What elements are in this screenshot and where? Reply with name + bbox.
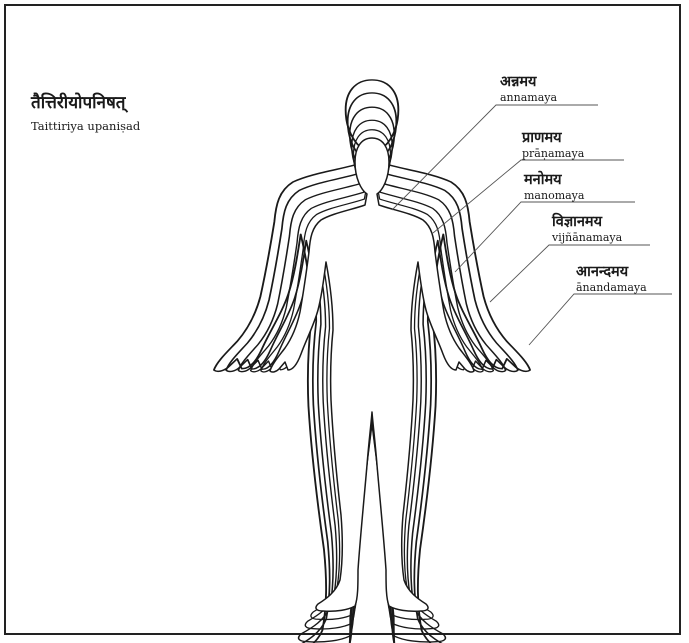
vijnanamaya-devanagari: विज्ञानमय [552, 214, 622, 231]
annamaya-label: अन्नमय annamaya [500, 74, 557, 104]
manomaya-label: मनोमय manomaya [524, 172, 584, 202]
anandamaya-latin: ānandamaya [576, 281, 647, 294]
vijnanamaya-latin: vijñānamaya [552, 231, 622, 244]
anandamaya-label: आनन्दमय ānandamaya [576, 264, 647, 294]
annamaya-devanagari: अन्नमय [500, 74, 557, 91]
upanishad-title-devanagari: तैत्तिरीयोपनिषत् [31, 90, 125, 113]
human-body-silhouette [270, 138, 474, 611]
vijnanamaya-label: विज्ञानमय vijñānamaya [552, 214, 622, 244]
upanishad-title-latin: Taittiriya upaniṣad [31, 119, 140, 133]
annamaya-latin: annamaya [500, 91, 557, 104]
pranamaya-label: प्राणमय prāṇamaya [522, 130, 584, 160]
manomaya-latin: manomaya [524, 189, 584, 202]
manomaya-devanagari: मनोमय [524, 172, 584, 189]
pranamaya-latin: prāṇamaya [522, 147, 584, 160]
pranamaya-devanagari: प्राणमय [522, 130, 584, 147]
anandamaya-devanagari: आनन्दमय [576, 264, 647, 281]
anandamaya-leader-line [529, 294, 672, 345]
